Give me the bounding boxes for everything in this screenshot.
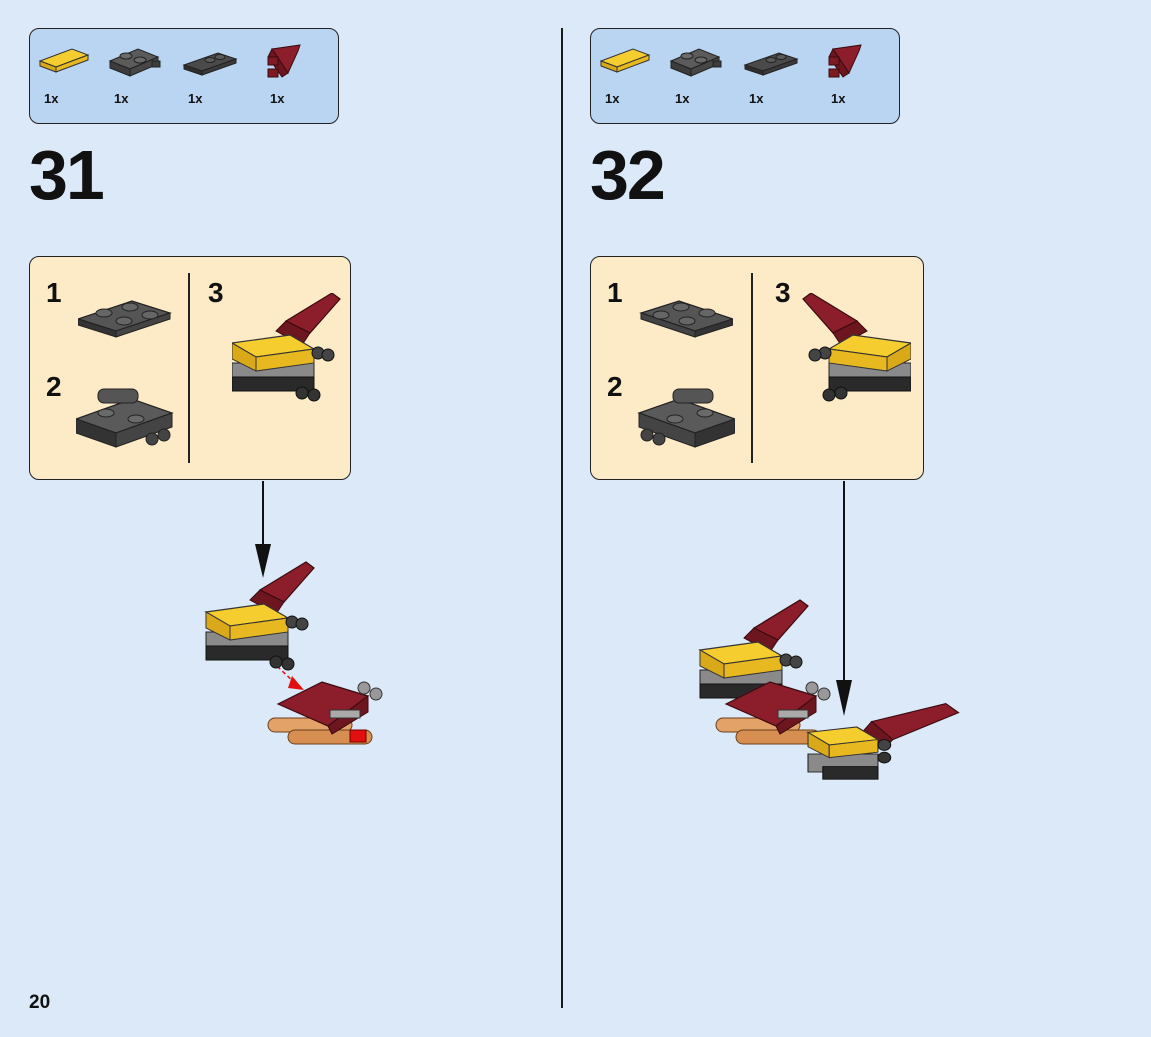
right-wing-assembly-icon (808, 704, 959, 780)
page-number: 20 (29, 992, 50, 1014)
arrow-head (836, 680, 852, 716)
